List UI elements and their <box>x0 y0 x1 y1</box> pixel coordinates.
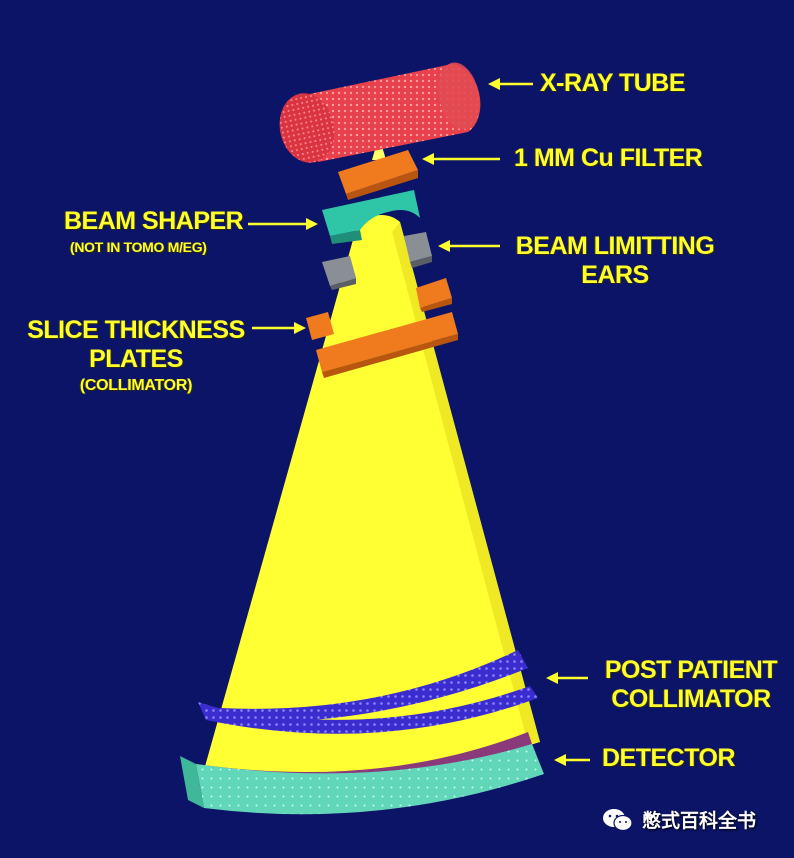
slice-thickness-plate <box>316 312 458 378</box>
xray-beam <box>204 215 540 777</box>
label-post-patient-line2: COLLIMATOR <box>611 685 771 713</box>
wechat-icon <box>603 808 633 831</box>
xray-beam-shadow <box>392 222 540 744</box>
watermark: 憋式百科全书 <box>602 806 756 833</box>
label-slice-line3: (COLLIMATOR) <box>79 377 193 394</box>
label-beam-limiting-line2: EARS <box>581 261 649 289</box>
label-beam-limiting: BEAM LIMITTING EARS <box>512 234 718 288</box>
leader-arrows <box>248 78 590 766</box>
label-beam-shaper-note: (NOT IN TOMO M/EG) <box>70 239 207 255</box>
label-post-patient-line1: POST PATIENT <box>604 656 778 684</box>
cu-filter <box>338 150 418 200</box>
label-post-patient-collimator: POST PATIENT COLLIMATOR <box>598 658 784 712</box>
post-patient-collimator-lower <box>198 686 538 734</box>
label-slice-line2: PLATES <box>89 345 183 373</box>
watermark-text: 憋式百科全书 <box>642 810 757 832</box>
label-xray-tube: X-RAY TUBE <box>540 69 686 97</box>
label-detector: DETECTOR <box>602 744 736 772</box>
label-slice-thickness: SLICE THICKNESS PLATES (COLLIMATOR) <box>18 318 254 394</box>
label-cu-filter: 1 MM Cu FILTER <box>514 144 703 172</box>
beam-limiting-ears <box>322 232 432 290</box>
slice-plate-left <box>306 312 334 340</box>
xray-tube <box>279 62 481 163</box>
beam-shaper <box>322 190 420 244</box>
slice-plate-upper <box>416 278 452 312</box>
label-beam-shaper: BEAM SHAPER <box>64 207 244 235</box>
label-slice-line1: SLICE THICKNESS <box>27 316 245 344</box>
detector <box>180 732 544 815</box>
label-beam-limiting-line1: BEAM LIMITTING <box>515 232 715 260</box>
